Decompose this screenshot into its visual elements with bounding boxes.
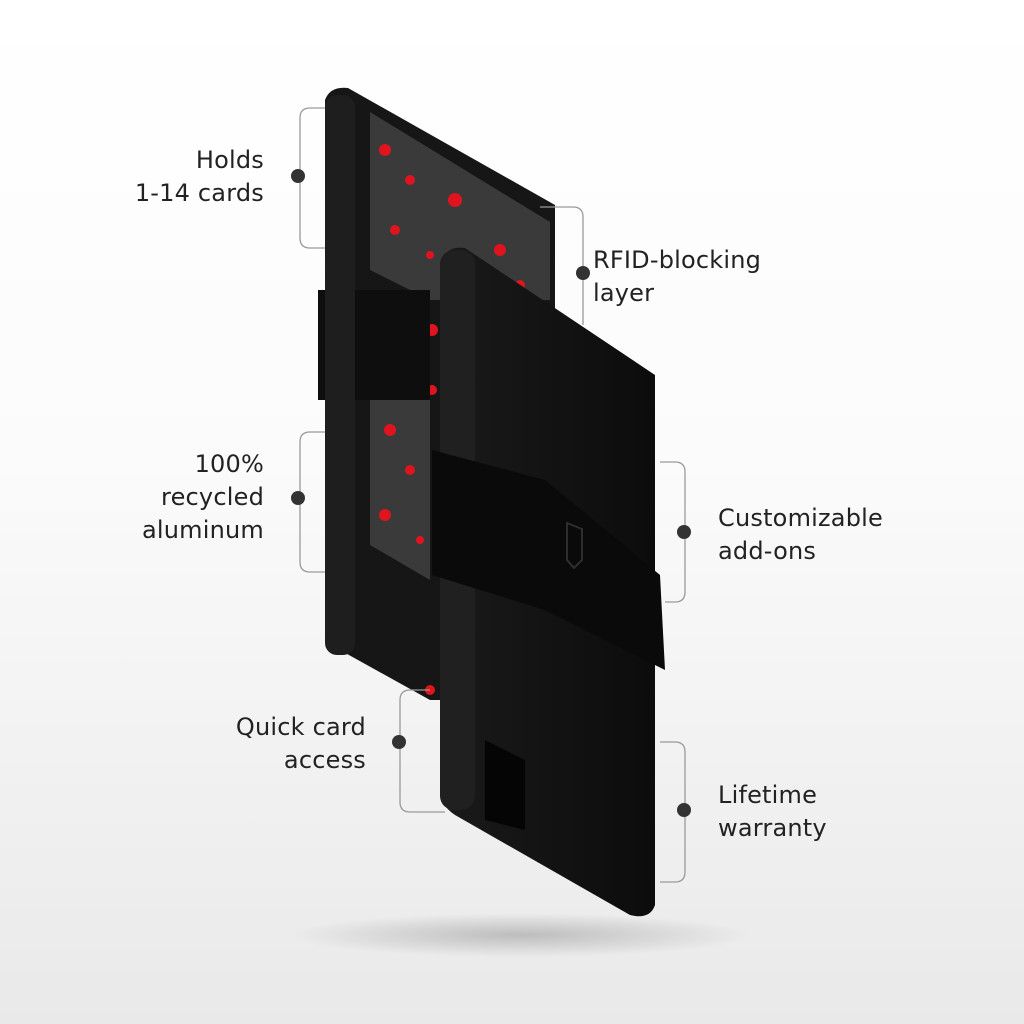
feature-line: access: [283, 746, 366, 774]
feature-line: Quick card: [235, 713, 366, 741]
feature-line: recycled: [161, 483, 264, 511]
front-band: [432, 450, 665, 670]
card-slot: [485, 740, 525, 830]
feature-holds-cards: Holds 1-14 cards: [135, 144, 264, 210]
feature-line: RFID-blocking: [593, 246, 762, 274]
brackets: [299, 107, 686, 883]
feature-line: 1-14 cards: [134, 179, 264, 207]
feature-line: warranty: [718, 814, 827, 842]
feature-addons: Customizable add-ons: [718, 502, 883, 568]
feature-line: aluminum: [141, 516, 264, 544]
bracket-dots: [291, 169, 691, 817]
shield-logo-icon: [566, 521, 583, 570]
feature-aluminum: 100% recycled aluminum: [142, 448, 264, 547]
feature-warranty: Lifetime warranty: [718, 779, 827, 845]
front-wallet: [432, 247, 665, 917]
feature-rfid: RFID-blocking layer: [593, 244, 761, 310]
feature-line: add-ons: [718, 537, 817, 565]
shadow: [290, 913, 750, 957]
feature-line: layer: [593, 279, 655, 307]
feature-line: Holds: [195, 146, 264, 174]
feature-line: Lifetime: [718, 781, 818, 809]
feature-line: 100%: [194, 450, 264, 478]
feature-quick-access: Quick card access: [236, 711, 366, 777]
feature-line: Customizable: [718, 504, 883, 532]
card-bottom: [370, 400, 430, 580]
